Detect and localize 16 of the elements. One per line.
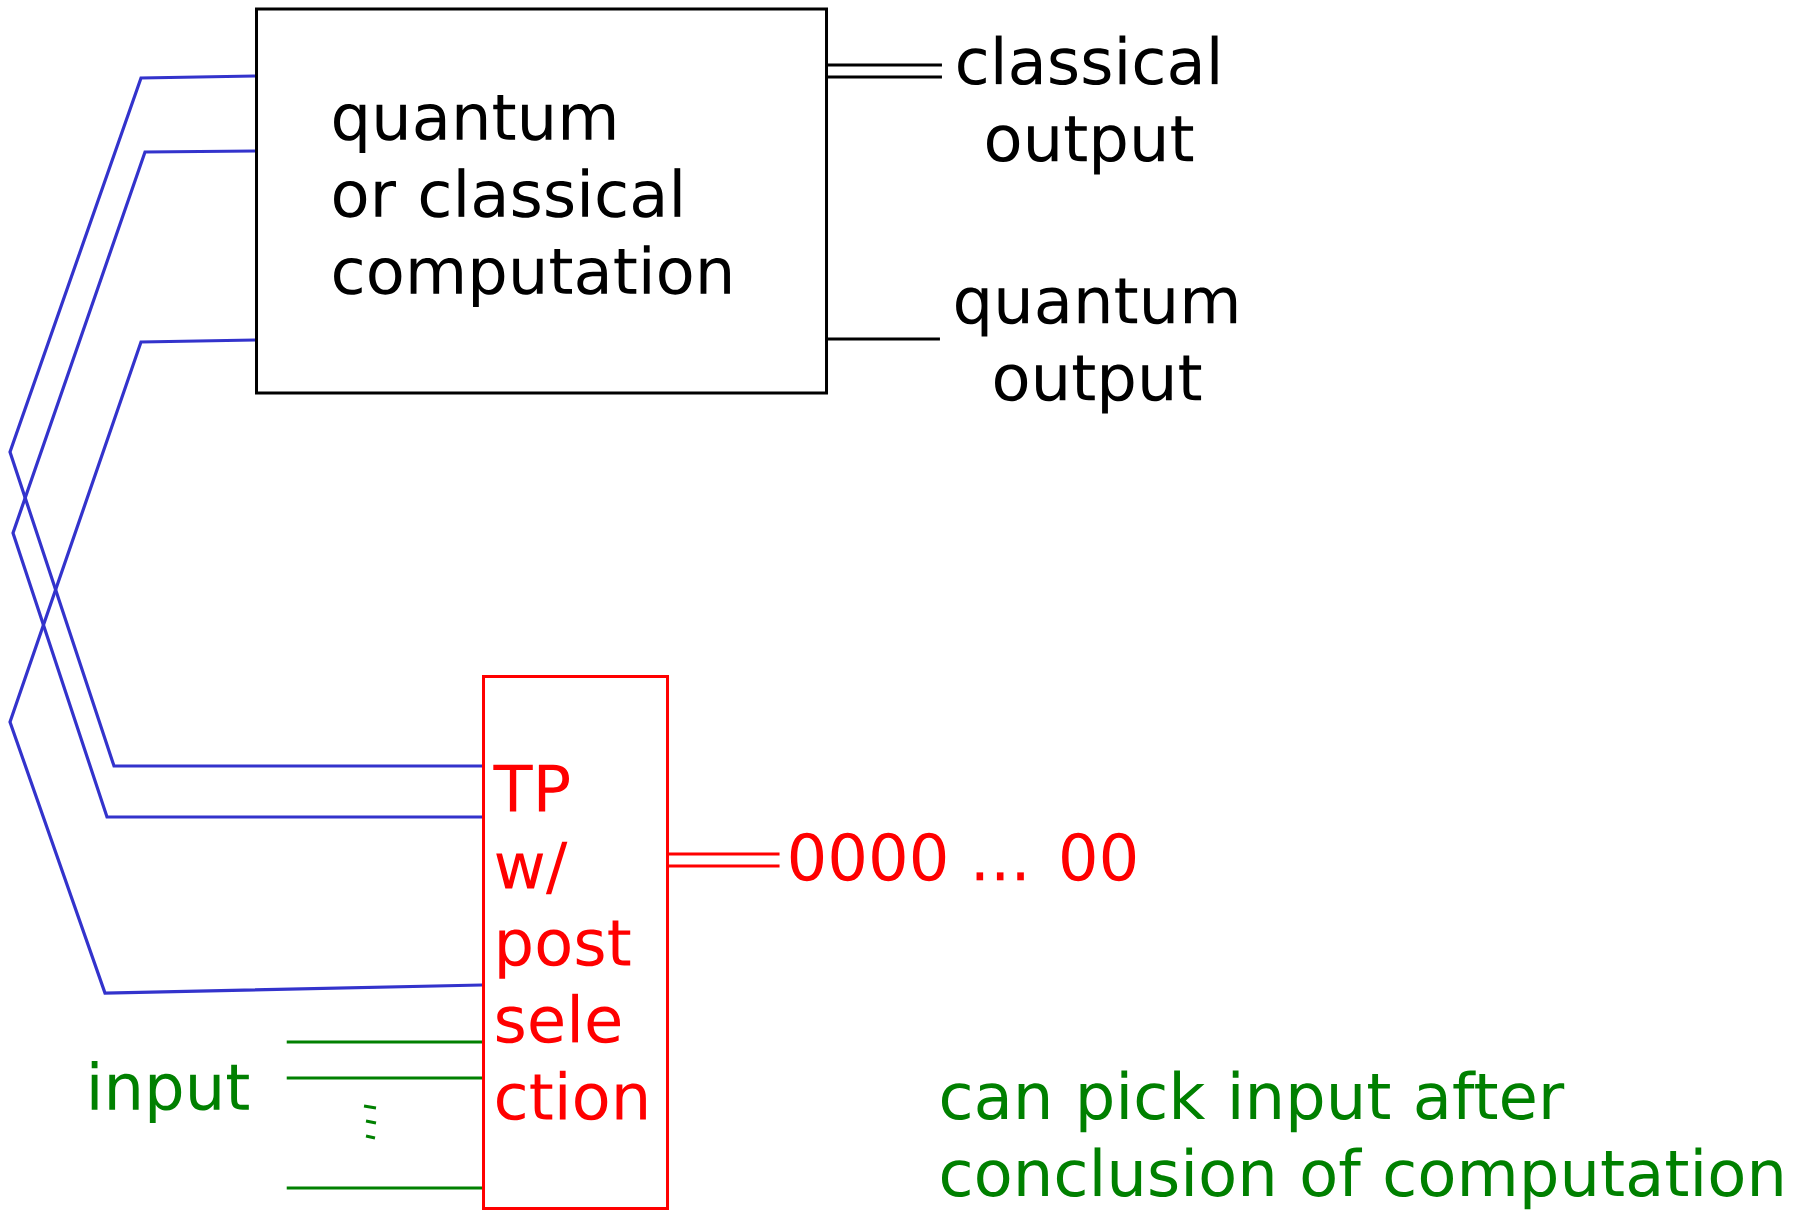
connector-line [11,149,482,819]
connector-line [828,337,940,341]
double-line [826,63,944,79]
connector-line [8,74,482,768]
input-label: input [91,1061,249,1123]
connector-line [286,1040,482,1044]
connector-line [8,338,483,995]
output-label: 0000 ... 00 [790,832,1136,882]
connector-line [286,1186,482,1190]
connector-line [286,1076,482,1080]
process-box: quantum or classical computation [255,7,828,395]
process-box: TP w/ post sele ction [482,675,669,1210]
output-label: classical output [958,35,1218,175]
note-text: can pick input after conclusion of computation [941,1070,1782,1210]
output-label: quantum output [956,278,1237,414]
double-line [667,852,782,868]
